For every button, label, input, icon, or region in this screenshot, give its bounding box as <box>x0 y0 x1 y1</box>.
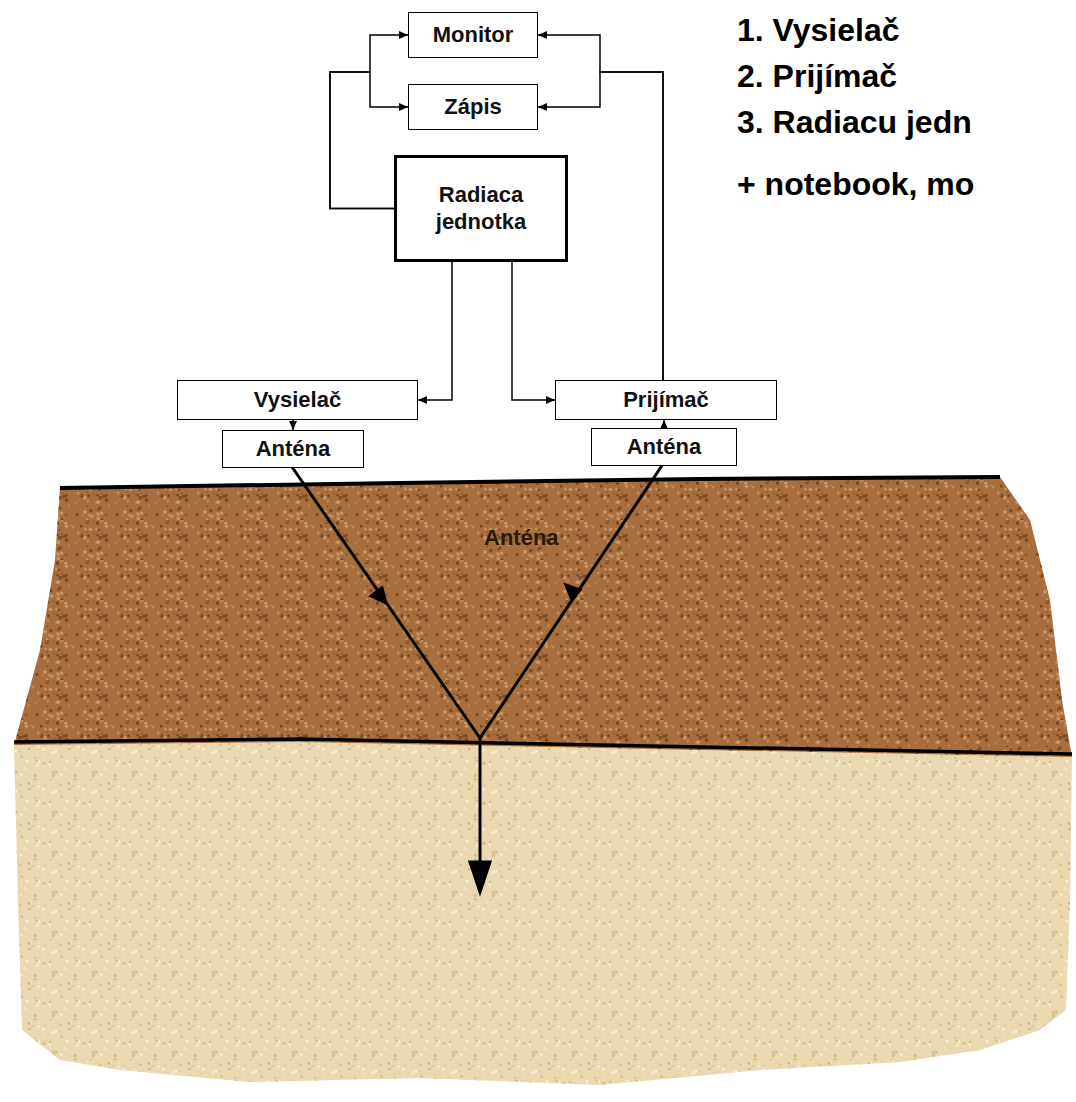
list-item: 2. Prijímač <box>737 58 897 95</box>
transmitted-ray <box>479 738 482 872</box>
wave-rays <box>292 464 663 892</box>
sand-texture-fill <box>14 742 1072 1085</box>
output-box: Monitor <box>408 12 538 58</box>
sand-layer <box>14 742 1072 1085</box>
box-label: Monitor <box>433 22 514 48</box>
box-label: Zápis <box>444 94 501 120</box>
signal-connector <box>418 262 452 400</box>
reflected-ray <box>480 464 663 738</box>
output-box: Zápis <box>408 84 538 130</box>
receiver-box: Prijímač <box>555 380 777 420</box>
list-note: + notebook, mo <box>737 166 974 203</box>
antenna-box: Anténa <box>222 430 364 468</box>
ray-arrowhead <box>371 588 386 603</box>
box-label: Prijímač <box>623 387 709 413</box>
ray-arrowhead <box>470 862 490 892</box>
surface-line <box>60 477 1000 488</box>
transmitter-box: Vysielač <box>177 380 418 420</box>
soil-texture-fill <box>14 477 1072 757</box>
box-label: Radiaca jednotka <box>405 182 557 235</box>
signal-connector <box>663 420 665 428</box>
soil-layer <box>14 477 1072 757</box>
layer-boundary <box>14 739 1072 754</box>
signal-connector <box>292 420 294 430</box>
control-unit-box: Radiaca jednotka <box>394 155 568 262</box>
list-item: 3. Radiacu jedn <box>737 104 972 141</box>
ray-arrowhead <box>566 585 580 600</box>
box-label: Vysielač <box>254 387 341 413</box>
signal-connector <box>512 262 555 400</box>
layer-label: Anténa <box>484 525 559 551</box>
list-item: 1. Vysielač <box>737 12 900 49</box>
box-label: Anténa <box>627 434 702 460</box>
box-label: Anténa <box>256 436 331 462</box>
incident-ray <box>292 467 480 738</box>
antenna-box: Anténa <box>591 428 737 466</box>
